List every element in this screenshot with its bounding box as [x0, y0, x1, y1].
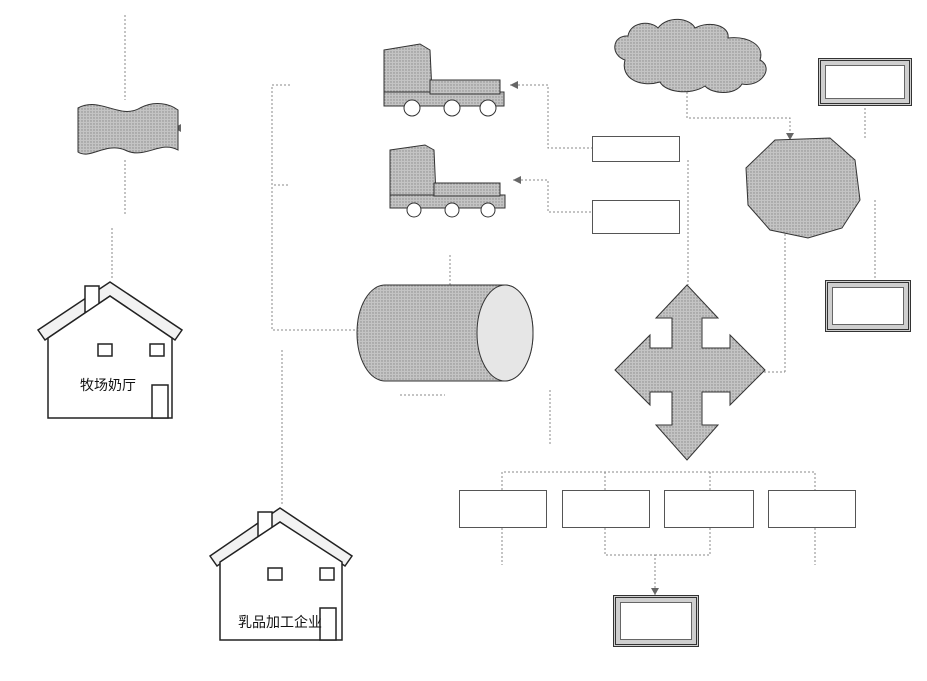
top-right-frame	[818, 58, 912, 106]
farm-label: 牧场奶厅	[80, 375, 136, 395]
sensor-box-4	[768, 490, 856, 528]
route-box	[592, 200, 680, 234]
right-mid-label	[832, 287, 904, 325]
truck-icon	[384, 44, 504, 116]
sensor-box-1	[459, 490, 547, 528]
truck-icon	[390, 145, 505, 217]
sensor-box-2	[562, 490, 650, 528]
top-right-label	[825, 65, 905, 99]
tank-cylinder	[357, 285, 533, 381]
driver-box	[592, 136, 680, 162]
bottom-label	[620, 602, 692, 640]
house-icon	[38, 282, 182, 418]
sensor-box-3	[664, 490, 754, 528]
four-way-arrow	[615, 285, 765, 460]
right-mid-frame	[825, 280, 911, 332]
cloud-shape	[615, 19, 766, 92]
banner-shape	[78, 104, 178, 155]
octagon-shape	[746, 138, 860, 238]
bottom-frame	[613, 595, 699, 647]
dairy-label: 乳品加工企业	[238, 612, 322, 632]
